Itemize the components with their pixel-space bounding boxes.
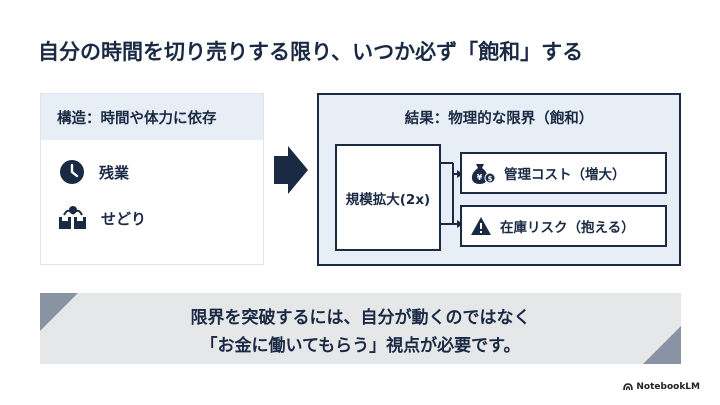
corner-accent-bottom-right xyxy=(643,326,681,364)
overtime-label: 残業 xyxy=(99,163,130,182)
result-panel: 結果：物理的な限界（飽和） 規模拡大(2x) ¥ $ 管理コスト（増大） 在庫リ… xyxy=(317,93,681,266)
warning-icon xyxy=(471,217,491,235)
brand-label: NotebookLM xyxy=(636,382,700,392)
overtime-item: 残業 xyxy=(59,159,129,185)
inventory-risk-label: 在庫リスク（抱える） xyxy=(500,220,635,236)
conclusion-line-1: 限界を突破するには、自分が動くのではなく xyxy=(190,308,531,328)
structure-heading: 構造：時間や体力に依存 xyxy=(41,94,263,140)
corner-accent-top-left xyxy=(40,293,78,331)
notebooklm-logo: NotebookLM xyxy=(623,382,700,392)
management-cost-box: ¥ $ 管理コスト（増大） xyxy=(460,152,667,194)
conclusion-line-2: 「お金に働いてもらう」視点が必要です。 xyxy=(200,336,521,356)
reseller-person-boxes-icon xyxy=(59,206,86,229)
reselling-item: せどり xyxy=(59,205,146,231)
conclusion-banner: 限界を突破するには、自分が動くのではなく 「お金に働いてもらう」視点が必要です。 xyxy=(40,293,681,364)
scale-up-box: 規模拡大(2x) xyxy=(335,144,441,251)
right-arrow-icon xyxy=(274,146,308,194)
result-heading: 結果：物理的な限界（飽和） xyxy=(404,111,594,127)
slide-title: 自分の時間を切り売りする限り、いつか必ず「飽和」する xyxy=(38,40,584,64)
money-bag-icon: ¥ $ xyxy=(471,164,496,184)
structure-panel: 構造：時間や体力に依存 残業 せどり xyxy=(40,93,264,265)
inventory-risk-box: 在庫リスク（抱える） xyxy=(460,205,667,247)
reselling-label: せどり xyxy=(101,209,147,228)
svg-text:$: $ xyxy=(488,175,493,183)
clock-icon xyxy=(60,160,84,184)
svg-text:¥: ¥ xyxy=(477,173,483,182)
notebooklm-icon xyxy=(623,383,634,391)
management-cost-label: 管理コスト（増大） xyxy=(504,167,626,183)
